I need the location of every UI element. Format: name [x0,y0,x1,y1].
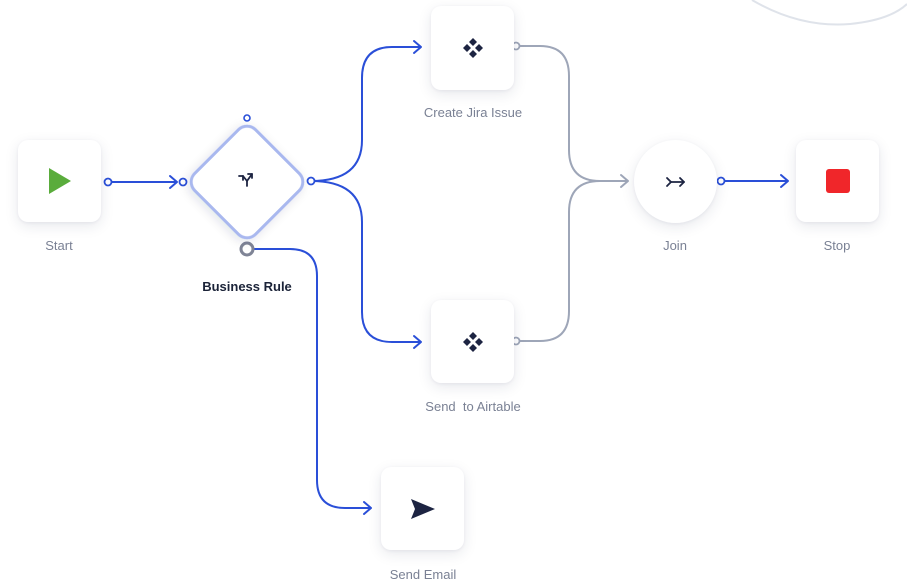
start-node[interactable] [18,140,101,222]
send-email-label: Send Email [389,567,457,582]
connector-airtable-to-join[interactable] [511,174,629,346]
connector-jira-to-join[interactable] [511,41,629,182]
branch-icon [238,173,253,187]
send-email-node[interactable] [381,467,464,550]
connector-business-rule-to-airtable[interactable] [306,176,422,349]
stop-label: Stop [823,238,851,253]
stop-node[interactable] [796,140,879,222]
send-to-airtable-label: Send to Airtable [425,399,521,414]
start-label: Start [45,238,73,253]
join-label: Join [663,238,687,253]
integration-icon [462,331,483,352]
connector-start-to-business-rule[interactable] [103,175,188,189]
create-jira-issue-label: Create Jira Issue [423,105,523,120]
send-to-airtable-node[interactable] [431,300,514,383]
merge-icon [665,176,685,187]
business-rule-label: Business Rule [202,279,292,294]
create-jira-issue-node[interactable] [431,6,514,90]
stop-icon [825,169,850,193]
send-icon [410,498,435,519]
connector-business-rule-to-email[interactable] [239,241,372,515]
connector-business-rule-to-jira[interactable] [310,40,422,182]
connector-join-to-stop[interactable] [716,174,789,188]
join-node[interactable] [634,140,717,223]
business-rule-node[interactable] [186,114,308,243]
integration-icon [462,38,483,58]
decorative-arc [751,0,907,26]
play-icon [48,168,71,194]
